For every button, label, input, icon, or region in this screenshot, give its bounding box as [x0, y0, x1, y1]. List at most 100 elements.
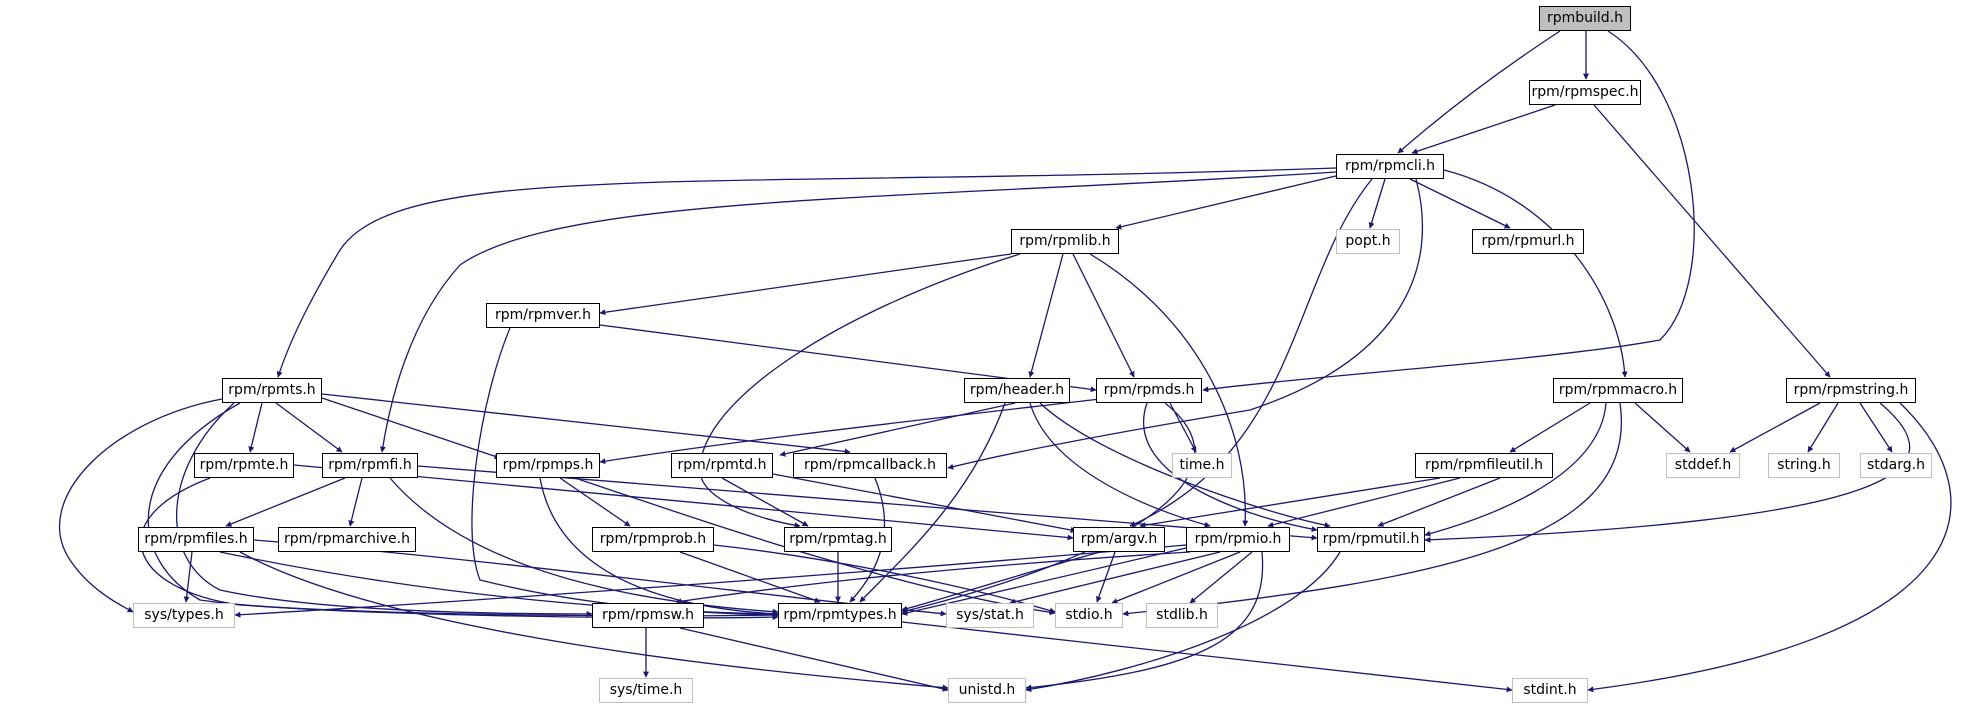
- edge-rpmts-rpmps: [321, 397, 501, 460]
- edge-rpmtypes-stdint: [901, 621, 1513, 693]
- edge-rpmps-rpmprob: [559, 477, 631, 527]
- edge-rpmprob-rpmtypes: [679, 551, 821, 604]
- node-rpmlib[interactable]: rpm/rpmlib.h: [1011, 229, 1119, 254]
- edge-rpmfi-rpmarchive: [348, 477, 363, 527]
- edge-rpmcallback-rpmtypes: [849, 477, 885, 603]
- node-stdint[interactable]: stdint.h: [1512, 678, 1588, 703]
- edge-rpmmacro-rpmfileutil: [1509, 402, 1591, 453]
- node-unistd[interactable]: unistd.h: [948, 678, 1026, 703]
- dependency-edges: [58, 30, 1952, 693]
- edge-rpmcli-popt: [1368, 178, 1386, 229]
- edge-rpmmacro-stddef: [1634, 402, 1691, 453]
- edge-rpmcli-rpmlib: [1115, 174, 1341, 230]
- node-stdlib[interactable]: stdlib.h: [1146, 603, 1218, 628]
- node-popt[interactable]: popt.h: [1336, 229, 1400, 254]
- node-rpmtd[interactable]: rpm/rpmtd.h: [671, 453, 773, 478]
- node-sysstat[interactable]: sys/stat.h: [946, 603, 1034, 628]
- node-stddef[interactable]: stddef.h: [1666, 453, 1740, 478]
- edge-header-rpmtd: [779, 402, 1016, 457]
- edge-rpmstring-rpmutil: [1424, 402, 1911, 543]
- node-rpmps[interactable]: rpm/rpmps.h: [496, 453, 600, 478]
- node-rpmver[interactable]: rpm/rpmver.h: [486, 303, 600, 328]
- edge-rpmio-sysstat: [1009, 551, 1221, 605]
- node-stdarg[interactable]: stdarg.h: [1860, 453, 1932, 478]
- node-rpmprob[interactable]: rpm/rpmprob.h: [592, 527, 714, 552]
- edge-rpmfi-rpmtypes: [389, 477, 779, 615]
- node-rpmutil[interactable]: rpm/rpmutil.h: [1317, 527, 1425, 552]
- edge-rpmfiles-unistd: [239, 551, 949, 691]
- edge-rpmlib-header: [1028, 253, 1064, 378]
- edge-header-rpmtypes: [859, 402, 1006, 603]
- edge-rpmts-systypes: [58, 398, 223, 613]
- edge-rpmprob-stdio: [713, 544, 1056, 614]
- edge-rpmds-rpmtypes: [901, 402, 1196, 614]
- edge-rpmcli-rpmurl: [1409, 178, 1511, 229]
- edge-rpmio-stdlib: [1189, 551, 1253, 604]
- edge-rpmfiles-systypes: [183, 551, 193, 603]
- edge-rpmcli-rpmargv: [1129, 178, 1373, 527]
- node-string[interactable]: string.h: [1768, 453, 1840, 478]
- node-rpmmacro[interactable]: rpm/rpmmacro.h: [1553, 378, 1683, 403]
- edge-rpmfileutil-rpmio: [1267, 477, 1461, 528]
- edge-rpmlib-rpmver: [599, 253, 1012, 316]
- edge-rpmfileutil-rpmutil: [1377, 477, 1501, 527]
- node-rpmcli[interactable]: rpm/rpmcli.h: [1336, 154, 1444, 179]
- node-rpmte[interactable]: rpm/rpmte.h: [194, 453, 294, 478]
- node-rpmds[interactable]: rpm/rpmds.h: [1096, 378, 1202, 403]
- edge-rpmstring-stddef: [1729, 402, 1821, 453]
- edge-rpmmacro-rpmutil: [1424, 402, 1607, 537]
- edge-rpmstring-string: [1807, 402, 1839, 453]
- edge-rpmcli-rpmcallback: [947, 178, 1424, 470]
- node-rpmcallback[interactable]: rpm/rpmcallback.h: [793, 453, 947, 478]
- edge-rpmfileutil-rpmargv: [1139, 477, 1441, 529]
- edge-rpmutil-unistd: [1025, 551, 1341, 693]
- edge-rpmio-rpmtypes: [901, 547, 1187, 616]
- node-rpmfi[interactable]: rpm/rpmfi.h: [322, 453, 418, 478]
- node-rpmts[interactable]: rpm/rpmts.h: [222, 378, 322, 403]
- edge-rpmfiles-rpmtypes: [219, 551, 779, 617]
- edge-rpmds-rpmps: [599, 398, 1101, 465]
- edge-rpmtd-rpmargv: [772, 473, 1077, 533]
- edge-rpmfi-rpmutil: [417, 465, 1318, 541]
- node-rpmfiles[interactable]: rpm/rpmfiles.h: [138, 527, 254, 552]
- edge-rpmspec-rpmcli: [1411, 104, 1556, 155]
- edge-rpmfi-rpmfiles: [225, 477, 346, 527]
- node-rpmargv[interactable]: rpm/argv.h: [1073, 527, 1165, 552]
- edge-rpmstring-stdarg: [1859, 402, 1893, 453]
- edge-rpmargv-stdio: [1096, 551, 1116, 603]
- node-rpmfileutil[interactable]: rpm/rpmfileutil.h: [1415, 453, 1553, 478]
- edge-rpmtd-rpmtag: [721, 477, 809, 527]
- node-rpmio[interactable]: rpm/rpmio.h: [1186, 527, 1290, 552]
- node-rpmspec[interactable]: rpm/rpmspec.h: [1529, 80, 1641, 105]
- edge-rpmargv-rpmtypes: [901, 551, 1101, 612]
- edge-rpmcli-rpmfi: [379, 171, 1337, 453]
- node-header[interactable]: rpm/header.h: [964, 378, 1070, 403]
- edge-rpmbuild-rpmcli: [1397, 30, 1561, 154]
- edge-rpmsw-unistd: [679, 627, 949, 692]
- edge-rpmlib-rpmio: [1089, 253, 1249, 527]
- node-rpmtag[interactable]: rpm/rpmtag.h: [784, 527, 892, 552]
- edge-rpmspec-rpmstring: [1593, 104, 1831, 378]
- edge-rpmps-stdio: [574, 477, 1056, 616]
- edge-rpmio-systypes: [234, 544, 1187, 618]
- edge-rpmts-rpmsw: [175, 402, 593, 617]
- edge-rpmcli-rpmts: [276, 167, 1337, 378]
- node-rpmtypes[interactable]: rpm/rpmtypes.h: [778, 603, 902, 628]
- edge-rpmlib-rpmds: [1072, 253, 1135, 378]
- node-rpmsw[interactable]: rpm/rpmsw.h: [592, 603, 704, 628]
- edge-rpmts-rpmcallback: [321, 393, 851, 455]
- node-rpmarchive[interactable]: rpm/rpmarchive.h: [278, 527, 416, 552]
- node-rpmbuild[interactable]: rpmbuild.h: [1539, 6, 1631, 31]
- node-stdio[interactable]: stdio.h: [1055, 603, 1123, 628]
- edge-rpmio-rpmsw: [675, 551, 1191, 605]
- edge-rpmstring-stdint: [1587, 402, 1952, 693]
- node-systime[interactable]: sys/time.h: [599, 678, 693, 703]
- node-systypes[interactable]: sys/types.h: [133, 603, 235, 628]
- node-rpmstring[interactable]: rpm/rpmstring.h: [1786, 378, 1916, 403]
- edge-rpmcli-rpmmacro: [1443, 169, 1628, 378]
- node-rpmurl[interactable]: rpm/rpmurl.h: [1472, 229, 1584, 254]
- edge-rpmte-rpmargv: [293, 464, 1074, 541]
- edge-rpmts-rpmfi: [275, 402, 343, 453]
- node-time[interactable]: time.h: [1172, 453, 1232, 478]
